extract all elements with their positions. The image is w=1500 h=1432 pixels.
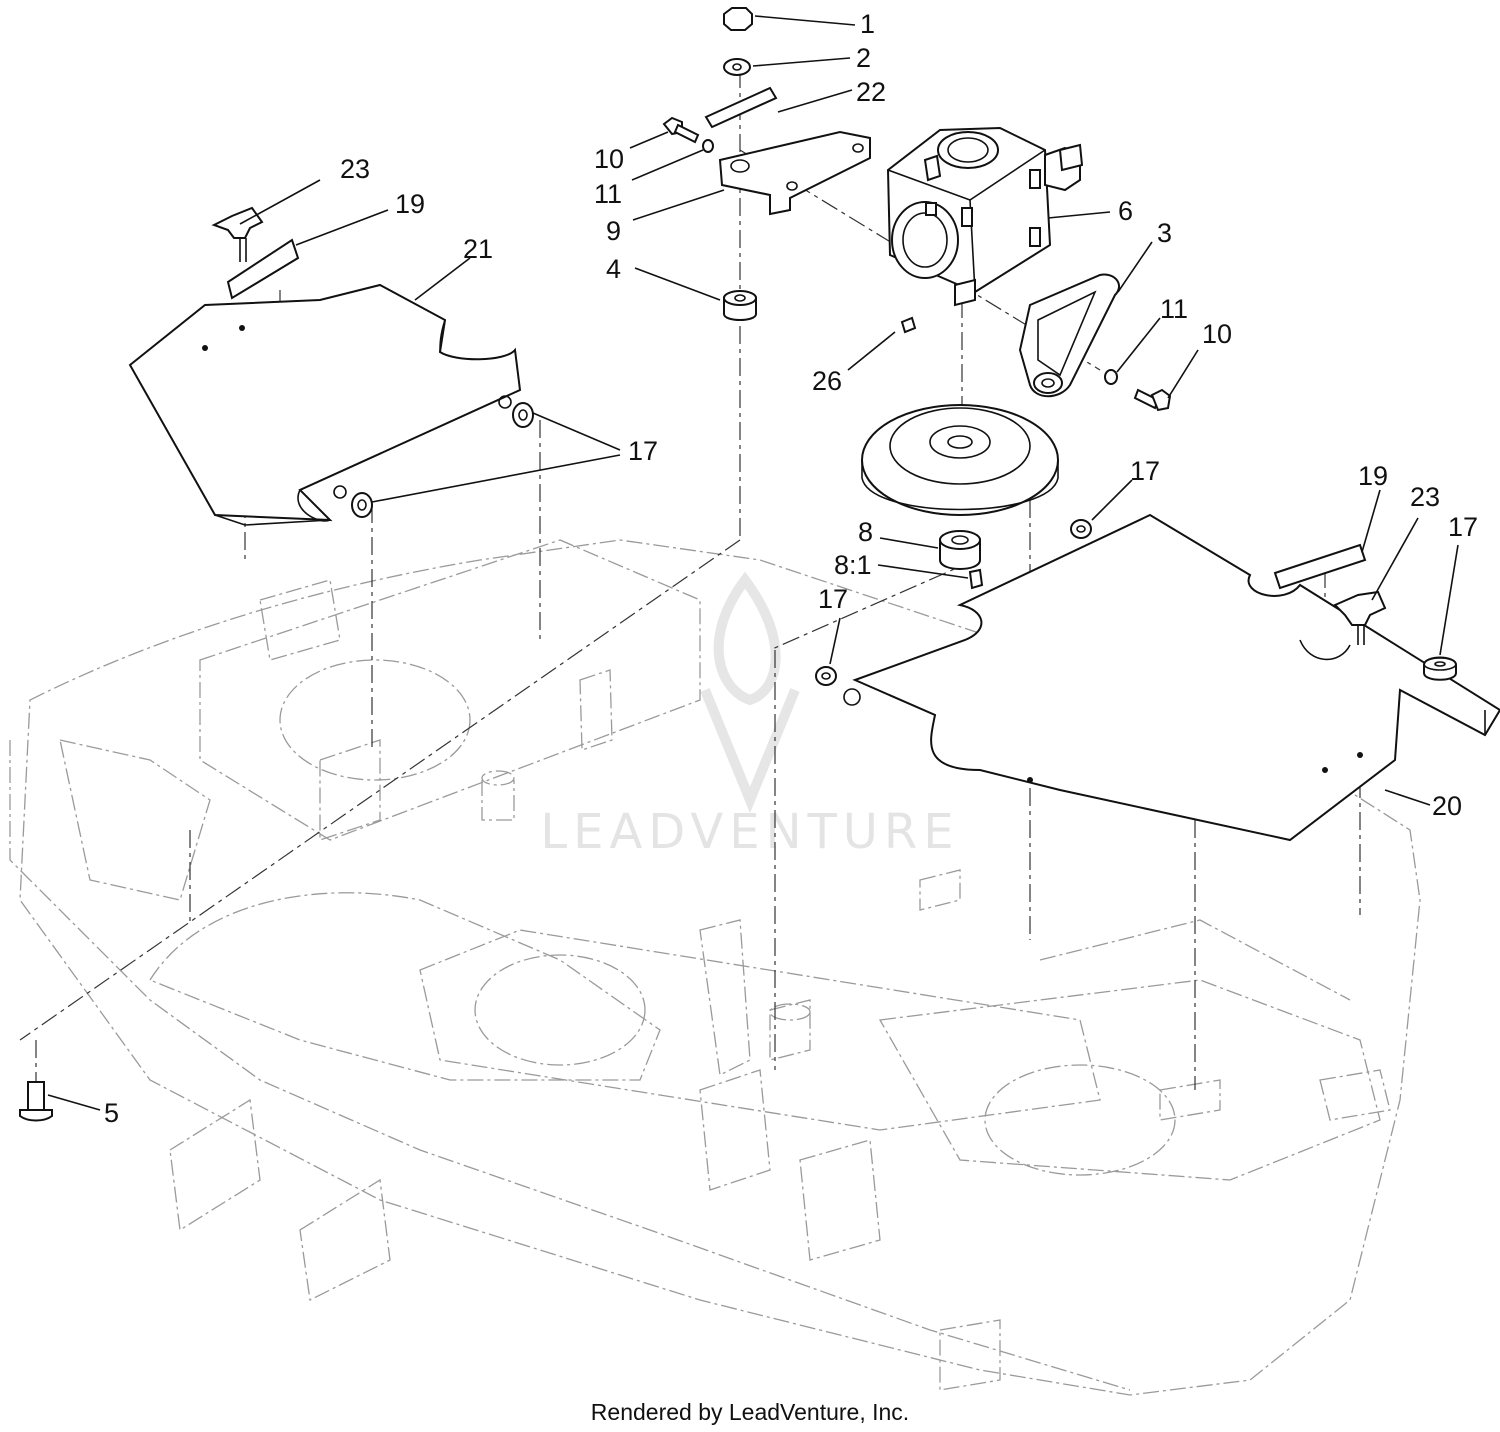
callout-9: 9 xyxy=(606,216,621,246)
side-bracket-hardware xyxy=(1104,369,1172,412)
mounting-bracket xyxy=(718,130,871,216)
watermark: LEADVENTURE xyxy=(540,571,959,860)
callout-2: 2 xyxy=(856,43,871,73)
callout-21: 21 xyxy=(463,234,493,264)
callout-17-left: 17 xyxy=(628,436,658,466)
set-screw xyxy=(968,568,984,590)
callout-19-right: 19 xyxy=(1358,461,1388,491)
callout-labels: 1 2 22 10 11 9 4 6 3 11 10 26 23 19 21 1… xyxy=(104,9,1478,1128)
watermark-flame-logo xyxy=(700,571,800,814)
top-hardware-stack xyxy=(704,7,778,129)
left-shield-grommets xyxy=(351,402,534,518)
gearbox-side-bracket xyxy=(1018,273,1120,398)
leader-lines xyxy=(47,15,1459,1111)
callout-11-left: 11 xyxy=(594,179,622,209)
right-belt-shield xyxy=(843,513,1500,842)
callout-4: 4 xyxy=(606,254,621,284)
mower-deck-outline xyxy=(9,539,1421,1396)
callout-23-right: 23 xyxy=(1410,482,1440,512)
callout-6: 6 xyxy=(1118,196,1133,226)
right-shield-grommets xyxy=(815,519,1457,686)
left-shield-knob xyxy=(211,206,264,262)
watermark-text: LEADVENTURE xyxy=(540,804,959,860)
callout-10-right: 10 xyxy=(1202,319,1232,349)
callout-8-1: 8:1 xyxy=(834,550,872,580)
rubber-bushing xyxy=(723,290,757,321)
callout-17-right: 17 xyxy=(1448,512,1478,542)
right-shield-decal xyxy=(1273,543,1367,590)
callout-10-left: 10 xyxy=(594,144,624,174)
callout-3: 3 xyxy=(1157,218,1172,248)
callout-20: 20 xyxy=(1432,791,1462,821)
callout-17-front: 17 xyxy=(818,584,848,614)
rendered-by-footer: Rendered by LeadVenture, Inc. xyxy=(591,1399,909,1425)
taper-bushing xyxy=(939,530,981,570)
callout-23-left: 23 xyxy=(340,154,370,184)
callout-8: 8 xyxy=(858,517,873,547)
left-belt-shield xyxy=(128,283,522,526)
bracket-bolt-left xyxy=(662,116,714,153)
drive-pulley xyxy=(861,404,1059,516)
callout-17-center: 17 xyxy=(1130,456,1160,486)
callout-26: 26 xyxy=(812,366,842,396)
drive-key xyxy=(900,316,917,334)
callout-19-left: 19 xyxy=(395,189,425,219)
callout-22: 22 xyxy=(856,77,886,107)
callout-1: 1 xyxy=(860,9,875,39)
deck-bolt xyxy=(19,1081,53,1122)
callout-11-right: 11 xyxy=(1160,294,1188,324)
gearbox xyxy=(886,126,1084,307)
callout-5: 5 xyxy=(104,1098,119,1128)
left-shield-decal xyxy=(226,238,300,300)
